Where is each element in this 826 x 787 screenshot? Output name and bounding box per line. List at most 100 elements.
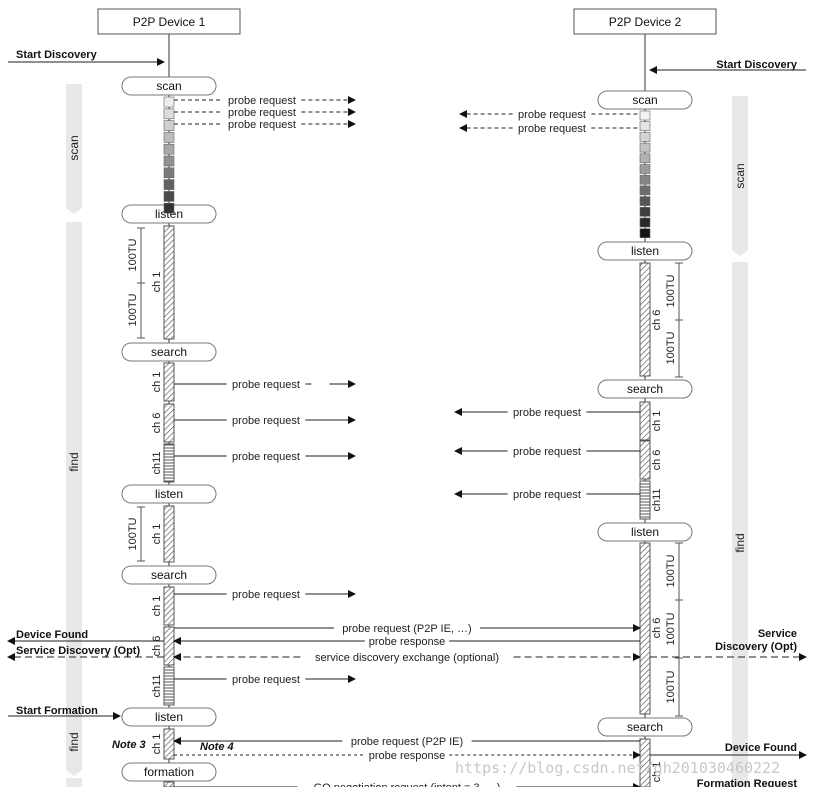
message-arrow-probe-request: probe request [459, 109, 640, 121]
scan-square [639, 174, 651, 185]
event-service-right: Service [758, 628, 797, 640]
duration-left-3: 100TU [127, 517, 139, 550]
message-arrow-probe-request: probe request [454, 446, 640, 458]
scan-square [639, 132, 651, 142]
message-label: probe request [513, 446, 581, 458]
scan-squares-left [163, 96, 175, 214]
state-pills-right: scan listen search listen search [597, 90, 693, 737]
device-2-title: P2P Device 2 [609, 15, 682, 29]
message-label: probe request [518, 109, 586, 121]
event-start-formation-left: Start Formation [16, 705, 98, 717]
ch-label-left-2: ch 1 [151, 372, 163, 393]
channel-bars-left [163, 225, 175, 787]
message-label: probe request [513, 407, 581, 419]
state-search-left: search [151, 345, 187, 359]
duration-right-3: 100TU [665, 554, 677, 587]
message-label: probe request [518, 123, 586, 135]
message-label: probe request [232, 674, 300, 686]
phase-label-scan-right: scan [733, 163, 747, 188]
scan-square [163, 155, 175, 167]
message-arrow-probe-response: probe response [173, 636, 640, 648]
duration-right-4: 100TU [665, 612, 677, 645]
scan-square [639, 110, 651, 121]
duration-left-1: 100TU [127, 238, 139, 271]
ch-label-right-6: ch 1 [651, 762, 663, 783]
message-arrow-probe-request: probe request [174, 107, 356, 119]
message-arrow-probe-request: probe request [459, 123, 640, 135]
scan-square [163, 132, 175, 143]
phase-bars [66, 84, 748, 787]
message-label: probe response [369, 750, 445, 762]
phase-label-find-right: find [733, 533, 747, 552]
message-arrow-go-negotiation-request: GO negotiation request (intent = 3, …) [174, 782, 641, 787]
duration-right-2: 100TU [665, 331, 677, 364]
message-label: probe request [232, 589, 300, 601]
ch-label-right-2: ch 1 [651, 411, 663, 432]
message-label: probe request [513, 489, 581, 501]
state-listen-right: listen [631, 244, 659, 258]
scan-squares-right [639, 110, 651, 238]
state-listen-left-2: listen [155, 487, 183, 501]
scan-square [639, 121, 651, 131]
device-2-box [573, 8, 717, 35]
scan-square [163, 179, 175, 190]
state-scan-right: scan [632, 93, 657, 107]
ch-label-left-1: ch 1 [151, 272, 163, 293]
message-arrow-probe-response: probe response [174, 750, 641, 762]
message-arrow-probe-request: probe request [454, 489, 640, 501]
event-service-discovery-left: Service Discovery (Opt) [16, 645, 140, 657]
scan-square [639, 228, 651, 238]
state-search-right-2: search [627, 720, 663, 734]
event-start-discovery-right: Start Discovery [716, 59, 798, 71]
state-listen-right-2: listen [631, 525, 659, 539]
event-formation-request-right: Formation Request [697, 778, 798, 787]
message-arrow-probe-request-p2p-ie: probe request (P2P IE, …) [174, 623, 641, 635]
note-3: Note 3 [112, 739, 146, 751]
note-4: Note 4 [200, 741, 234, 753]
device-1-title: P2P Device 1 [133, 15, 206, 29]
message-label: GO negotiation request (intent = 3, …) [314, 782, 501, 787]
scan-square [639, 164, 651, 174]
ch-label-left-3: ch 6 [151, 413, 163, 434]
device-1-box [97, 8, 241, 35]
ch-label-left-7: ch 6 [151, 636, 163, 657]
phase-label-scan-left: scan [67, 135, 81, 160]
state-scan-left: scan [156, 79, 181, 93]
event-start-discovery-left: Start Discovery [16, 49, 98, 61]
scan-square [639, 217, 651, 228]
phase-label-find-left-2: find [67, 732, 81, 751]
ch-label-right-4: ch11 [651, 488, 663, 511]
channel-bars-right [639, 262, 651, 787]
ch-label-right-1: ch 6 [651, 310, 663, 331]
scan-square [639, 207, 651, 217]
scan-square [639, 153, 651, 164]
durations-right [675, 262, 683, 717]
scan-square [163, 96, 175, 108]
duration-right-1: 100TU [665, 274, 677, 307]
message-arrow-probe-request-p2p-ie2: probe request (P2P IE) [173, 736, 640, 748]
message-arrow-probe-request: probe request [174, 379, 356, 391]
duration-right-5: 100TU [665, 670, 677, 703]
message-label: service discovery exchange (optional) [315, 652, 499, 664]
message-label: probe request [232, 379, 300, 391]
message-arrow-probe-request: probe request [174, 119, 356, 131]
message-arrow-probe-request: probe request [454, 407, 640, 419]
ch-label-left-5: ch 1 [151, 524, 163, 545]
durations-left [137, 227, 145, 562]
watermark: https://blog.csdn.net/gh201030460222 [455, 759, 780, 777]
message-arrow-probe-request: probe request [174, 95, 356, 107]
scan-square [639, 185, 651, 196]
event-device-found-left: Device Found [16, 629, 88, 641]
ch-label-right-3: ch 6 [651, 450, 663, 471]
service-discovery-arrow: service discovery exchange (optional) [173, 652, 641, 664]
phase-label-find-left: find [67, 452, 81, 471]
message-arrow-probe-request: probe request [174, 451, 356, 463]
message-arrow-probe-request: probe request [174, 674, 356, 686]
message-label: probe request [232, 415, 300, 427]
scan-square [163, 191, 175, 202]
scan-square [163, 202, 175, 214]
message-label: probe request [232, 451, 300, 463]
